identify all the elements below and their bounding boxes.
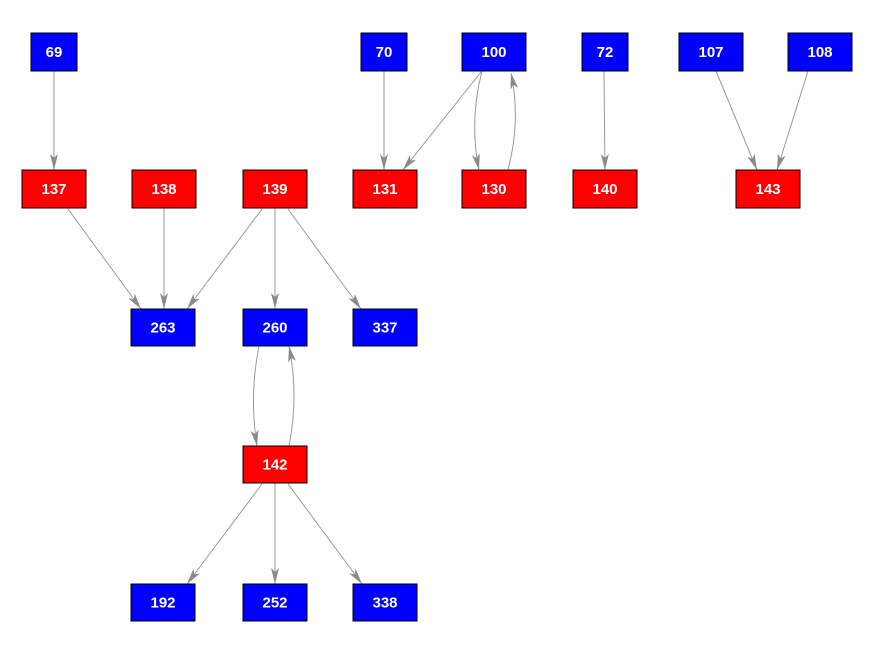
node-rect-131[interactable] xyxy=(352,169,418,209)
node-label-69: 69 xyxy=(46,44,63,61)
node-label-337: 337 xyxy=(372,320,397,337)
node-107[interactable]: 107 xyxy=(678,32,744,72)
node-label-130: 130 xyxy=(481,181,506,198)
node-label-131: 131 xyxy=(372,181,397,198)
node-label-70: 70 xyxy=(376,44,393,61)
node-label-140: 140 xyxy=(592,181,617,198)
node-72[interactable]: 72 xyxy=(581,32,629,72)
node-rect-107[interactable] xyxy=(678,32,744,72)
node-rect-338[interactable] xyxy=(352,583,418,622)
node-252[interactable]: 252 xyxy=(242,583,308,622)
edge-139-337 xyxy=(287,208,362,310)
node-rect-140[interactable] xyxy=(572,169,638,209)
node-rect-108[interactable] xyxy=(787,32,853,72)
edge-142-338 xyxy=(287,483,363,585)
node-139[interactable]: 139 xyxy=(242,169,308,209)
node-label-138: 138 xyxy=(151,181,176,198)
node-rect-252[interactable] xyxy=(242,583,308,622)
node-rect-139[interactable] xyxy=(242,169,308,209)
node-rect-143[interactable] xyxy=(735,169,801,209)
node-rect-100[interactable] xyxy=(461,32,527,72)
node-rect-142[interactable] xyxy=(242,445,308,484)
edge-142-192 xyxy=(186,483,263,585)
node-143[interactable]: 143 xyxy=(735,169,801,209)
node-label-260: 260 xyxy=(262,320,287,337)
node-192[interactable]: 192 xyxy=(130,583,196,622)
edge-100-131 xyxy=(402,71,482,171)
node-rect-72[interactable] xyxy=(581,32,629,72)
node-label-143: 143 xyxy=(755,181,780,198)
edge-142-260 xyxy=(288,345,297,447)
node-label-137: 137 xyxy=(41,181,66,198)
edge-137-263 xyxy=(67,208,142,310)
node-rect-69[interactable] xyxy=(30,32,78,72)
node-338[interactable]: 338 xyxy=(352,583,418,622)
edge-107-143 xyxy=(715,70,758,171)
node-label-139: 139 xyxy=(262,181,287,198)
node-142[interactable]: 142 xyxy=(242,445,308,484)
node-label-263: 263 xyxy=(150,320,175,337)
node-70[interactable]: 70 xyxy=(360,32,408,72)
node-label-192: 192 xyxy=(150,595,175,612)
node-69[interactable]: 69 xyxy=(30,32,78,72)
node-138[interactable]: 138 xyxy=(131,169,197,209)
nodes-layer: 69 70 100 72 107 108 137 138 139 131 130 140 143 263 2… xyxy=(21,32,853,622)
edge-108-143 xyxy=(776,70,809,171)
edge-139-263 xyxy=(186,208,263,310)
node-rect-137[interactable] xyxy=(21,169,87,209)
node-rect-260[interactable] xyxy=(242,308,308,347)
node-label-72: 72 xyxy=(597,44,614,61)
node-263[interactable]: 263 xyxy=(130,308,196,347)
node-label-142: 142 xyxy=(262,457,287,474)
node-rect-337[interactable] xyxy=(352,308,418,347)
edge-100-130 xyxy=(471,70,483,171)
node-label-108: 108 xyxy=(807,44,832,61)
node-label-252: 252 xyxy=(262,595,287,612)
node-260[interactable]: 260 xyxy=(242,308,308,347)
node-rect-138[interactable] xyxy=(131,169,197,209)
edge-130-100 xyxy=(507,72,519,171)
node-337[interactable]: 337 xyxy=(352,308,418,347)
node-140[interactable]: 140 xyxy=(572,169,638,209)
node-label-338: 338 xyxy=(372,595,397,612)
node-108[interactable]: 108 xyxy=(787,32,853,72)
node-rect-263[interactable] xyxy=(130,308,196,347)
edges-layer xyxy=(50,70,809,585)
node-131[interactable]: 131 xyxy=(352,169,418,209)
edge-72-140 xyxy=(600,70,609,171)
node-rect-70[interactable] xyxy=(360,32,408,72)
node-100[interactable]: 100 xyxy=(461,32,527,72)
node-label-100: 100 xyxy=(481,44,506,61)
node-rect-192[interactable] xyxy=(130,583,196,622)
node-130[interactable]: 130 xyxy=(461,169,527,209)
node-137[interactable]: 137 xyxy=(21,169,87,209)
node-rect-130[interactable] xyxy=(461,169,527,209)
node-label-107: 107 xyxy=(698,44,723,61)
edge-260-142 xyxy=(250,345,260,447)
